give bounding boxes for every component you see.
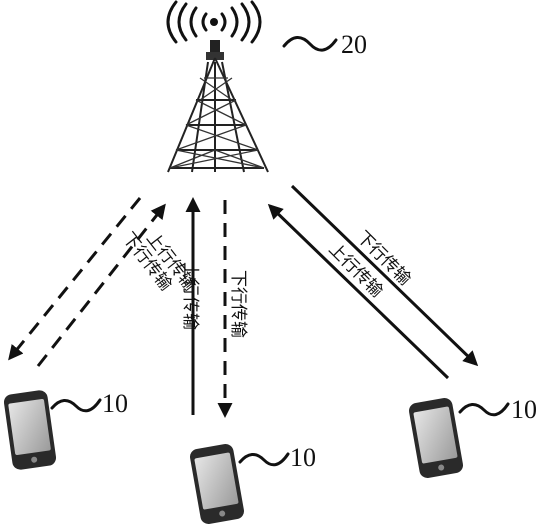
phone-left-reference-label: 10	[102, 389, 128, 418]
cell-tower-icon	[167, 40, 269, 173]
downlink-arrow-right	[290, 184, 479, 367]
tilde-leader-line	[238, 452, 290, 467]
center-downlink-label: 下行传输	[228, 270, 248, 338]
mobile-phone-icon	[3, 390, 57, 470]
center-uplink-label: 上行传输	[180, 262, 200, 330]
downlink-arrow-left	[8, 197, 142, 361]
phone-right-reference-label: 10	[511, 395, 537, 424]
tower-reference-label: 20	[341, 30, 367, 59]
uplink-arrow-left	[36, 203, 166, 367]
tilde-leader-line	[50, 398, 102, 413]
mobile-phone-icon	[409, 398, 463, 478]
phone-center-reference-label: 10	[290, 443, 316, 472]
mobile-phone-icon	[190, 444, 244, 524]
uplink-arrow-right	[267, 203, 450, 380]
tilde-leader-line	[458, 402, 510, 417]
tilde-leader-line	[282, 36, 338, 52]
radio-waves-icon	[166, 0, 262, 44]
